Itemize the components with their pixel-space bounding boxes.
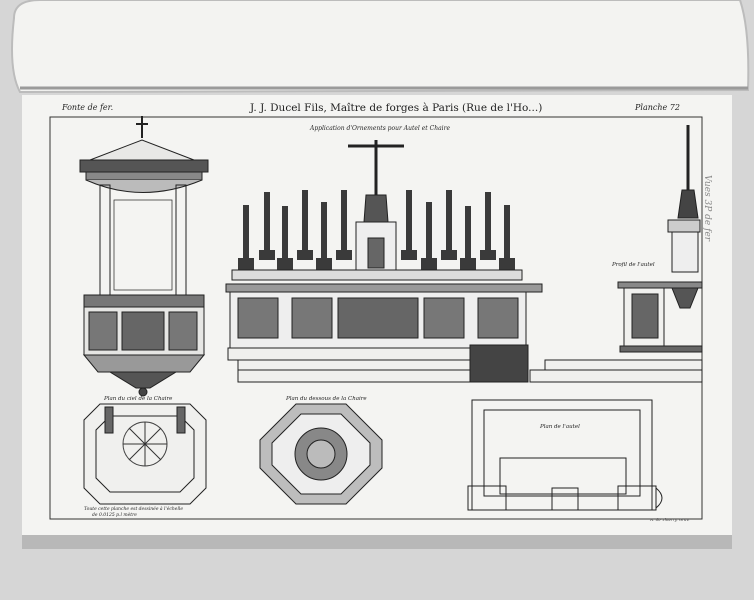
curled-page <box>11 0 750 94</box>
altar-plan <box>467 399 663 511</box>
plate-number: Planche 72 <box>635 103 680 112</box>
altar-candlesticks <box>238 190 515 270</box>
pulpit-elevation <box>79 116 209 397</box>
pulpit-underside-plan <box>259 403 383 505</box>
header-left-label: Fonte de fer. <box>62 103 114 112</box>
scale-note-line2: de 0.0125 p.l mètre <box>92 513 137 518</box>
plate-subtitle: Application d'Ornements pour Autel et Ch… <box>309 125 450 132</box>
caption-altar-profile: Profil de l'autel <box>612 262 655 268</box>
handwritten-margin-note: Vues 3P de fer <box>702 175 712 242</box>
altar-table <box>225 269 543 383</box>
caption-pulpit-top-plan: Plan du ciel de la Chaire <box>104 396 173 402</box>
altar-profile <box>529 125 703 383</box>
plate-title: J. J. Ducel Fils, Maître de forges à Par… <box>250 102 543 114</box>
caption-altar-plan: Plan de l'autel <box>540 424 580 430</box>
pulpit-top-plan <box>83 403 207 505</box>
altar-elevation <box>348 140 404 279</box>
engraver-credit: N. de Thierry. Grav. <box>650 517 690 522</box>
scale-note-line1: Toute cette planche est dessinée à l'éch… <box>84 507 184 512</box>
caption-pulpit-underside-plan: Plan du dessous de la Chaire <box>286 396 367 402</box>
